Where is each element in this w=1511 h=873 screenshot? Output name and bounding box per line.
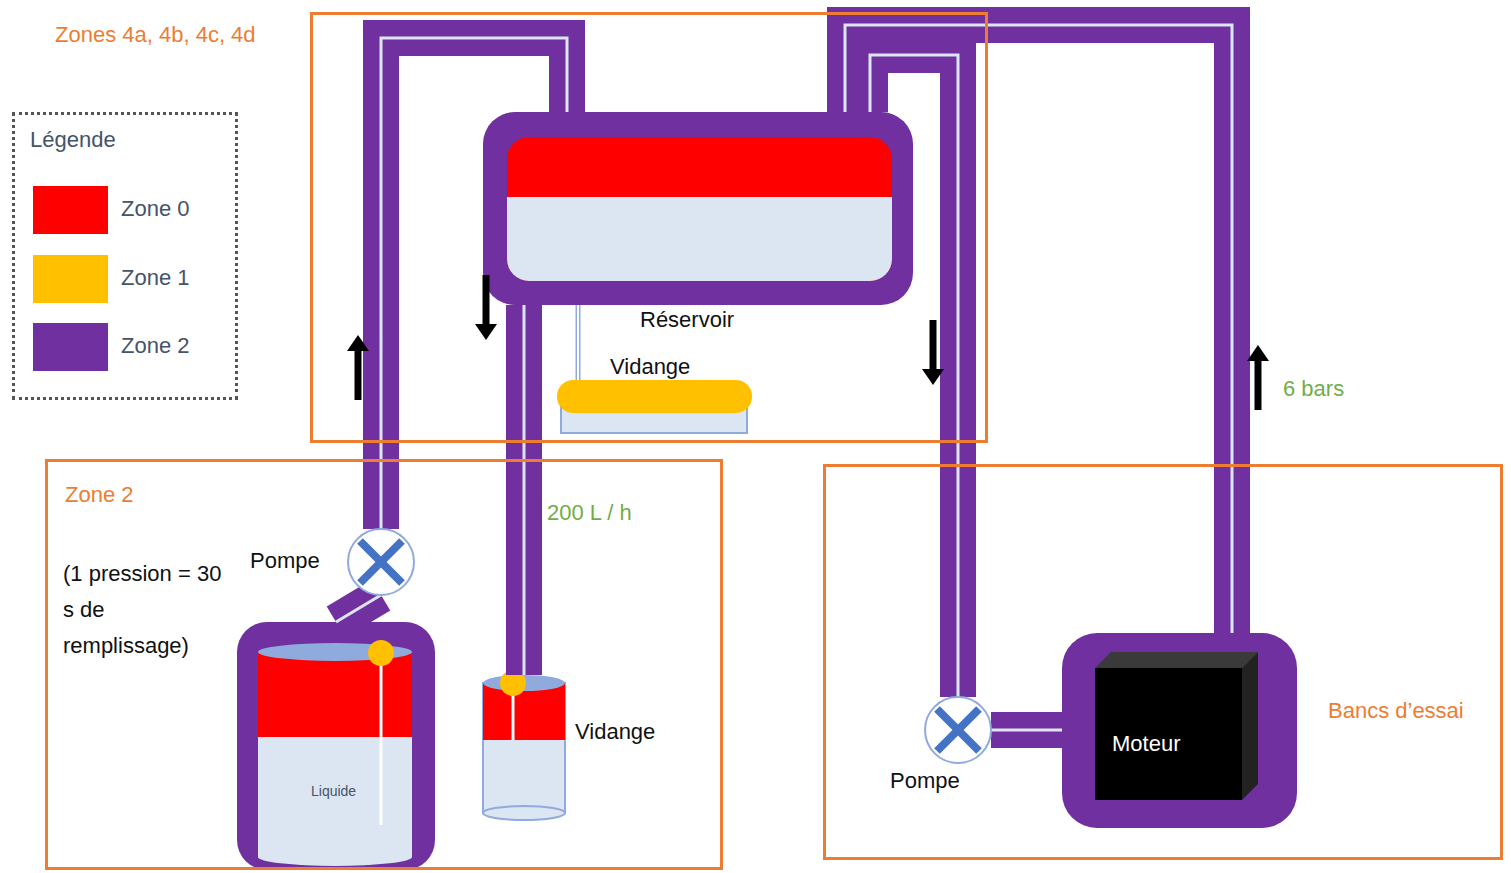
tank: Réservoir [483, 112, 913, 305]
legend-label: Zone 2 [121, 333, 190, 359]
legend-swatch [33, 323, 108, 371]
pipe [336, 595, 381, 622]
tank-liquid [507, 197, 892, 281]
node-label: Vidange [575, 719, 655, 745]
flow-arrow-shaft [930, 320, 937, 371]
drain: Vidange [557, 380, 752, 433]
container-shell [237, 622, 435, 870]
legend-swatch [33, 186, 108, 234]
pipe-zone2 [336, 595, 381, 622]
drain-zone1 [557, 380, 752, 413]
legend-swatch [33, 255, 108, 303]
pipe-zone2 [845, 25, 1232, 633]
pipe-core [991, 729, 1062, 732]
zone-box: Zones 4a, 4b, 4c, 4dRéservoirVidange [310, 12, 988, 443]
flow-arrow-shaft [355, 349, 362, 400]
pipe-zone2 [506, 305, 542, 675]
container-vapour [258, 652, 412, 737]
flow-arrow-head [475, 324, 497, 340]
motor-zone [1062, 633, 1297, 828]
flow-arrow-head [347, 335, 369, 351]
tank-shell [483, 112, 913, 305]
tank-vapour [507, 137, 892, 281]
pipe-zone2 [991, 712, 1062, 748]
pipe [475, 275, 524, 675]
pipe-label: 6 bars [1283, 376, 1344, 402]
pipe-core [523, 305, 526, 675]
node-label: Vidange [610, 354, 690, 380]
pipe-core [845, 25, 1232, 633]
node-label: Pompe [890, 768, 960, 794]
pipe-label: 200 L / h [547, 500, 632, 526]
dip-tube [380, 653, 383, 825]
zone1-point [368, 640, 394, 666]
legend-label: Zone 0 [121, 196, 190, 222]
pipe [845, 25, 1269, 633]
node-label: Zones 4a, 4b, 4c, 4d [55, 22, 256, 48]
tank-liquid-top [507, 197, 892, 227]
bucket-body [483, 683, 565, 813]
flow-arrow-head [1247, 345, 1269, 361]
drain-bucket: Vidange [483, 675, 565, 818]
node-label: Moteur [1112, 731, 1180, 757]
drain-line-outline [576, 305, 581, 380]
flow-arrow-shaft [483, 275, 490, 326]
container-bottom [258, 848, 412, 866]
pump-symbol [925, 697, 991, 763]
container: Liquide [237, 622, 435, 870]
flow-arrow-head [922, 369, 944, 385]
node-label: Pompe [250, 548, 320, 574]
node-note: (1 pression = 30 s de remplissage) [63, 556, 233, 664]
pipe-core [870, 55, 958, 697]
legend-label: Zone 1 [121, 265, 190, 291]
container-liquid [258, 652, 412, 857]
bucket-vapour [483, 683, 565, 740]
motor-side [1242, 652, 1258, 800]
pump: Pompe [348, 529, 414, 595]
pipe-core [336, 595, 381, 622]
pipe [991, 730, 1062, 731]
pipe-zone2 [870, 55, 958, 697]
pump-symbol [348, 529, 414, 595]
pump: Pompe [925, 697, 991, 763]
node-label: Bancs d’essai [1328, 698, 1464, 724]
flow-arrow-shaft [1255, 359, 1262, 410]
legend-title: Légende [30, 127, 116, 153]
node-label: Liquide [311, 783, 356, 799]
test-bench-box: Bancs d’essaiPompeMoteur [823, 464, 1503, 860]
motor-top [1095, 652, 1258, 668]
drain-line [578, 305, 579, 380]
drain-line-core [577, 305, 579, 380]
node-label: Zone 2 [65, 482, 134, 508]
node-label: Réservoir [640, 307, 734, 333]
bucket-bottom [483, 806, 565, 820]
motor: Moteur [1062, 633, 1297, 828]
motor-front [1095, 668, 1242, 800]
pipe [870, 55, 958, 697]
